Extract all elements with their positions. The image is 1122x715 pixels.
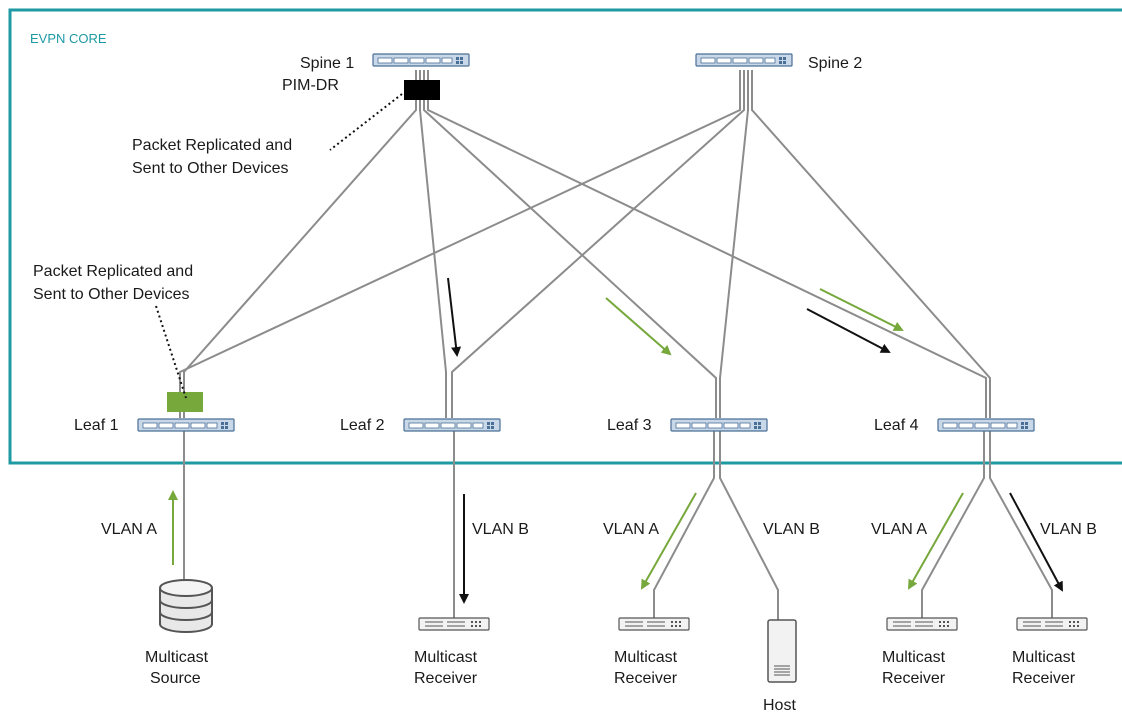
link-spine1-leaf2 (419, 70, 447, 418)
link-spine2-leaf3 (719, 70, 749, 418)
link-spine1-leaf1 (183, 70, 417, 418)
network-switch-icon (670, 418, 768, 432)
flow-arrow-spine1-leaf3 (605, 297, 672, 356)
link-leaf3-host (719, 430, 779, 620)
leaf-4[interactable] (937, 418, 1035, 432)
leaf-4-label: Leaf 4 (874, 417, 919, 434)
spine-1-role: PIM-DR (282, 77, 339, 94)
database-icon (159, 579, 213, 633)
receiver-leaf3-line2: Receiver (614, 670, 678, 687)
receiver-leaf3-line1: Multicast (614, 649, 678, 666)
link-spine2-leaf2 (451, 70, 745, 418)
spine-1[interactable] (372, 53, 470, 67)
source-label-line1: Multicast (145, 649, 209, 666)
receiver-leaf4-a-line2: Receiver (882, 670, 946, 687)
network-switch-icon (695, 53, 793, 67)
fabric-links (179, 70, 991, 418)
spine-2-label: Spine 2 (808, 55, 862, 72)
multicast-receiver-leaf2[interactable] (418, 617, 490, 631)
receiver-leaf4-a-line1: Multicast (882, 649, 946, 666)
link-spine1-leaf3 (423, 70, 717, 418)
flow-arrow-spine2-leaf4-green (819, 288, 904, 331)
leaf-3-label: Leaf 3 (607, 417, 652, 434)
receiver-leaf2-line2: Receiver (414, 670, 478, 687)
vlan-label-leaf3-b: VLAN B (763, 521, 820, 538)
spine-annotation-line2: Sent to Other Devices (132, 160, 289, 177)
network-switch-icon (372, 53, 470, 67)
network-switch-icon (403, 418, 501, 432)
leaf-2-label: Leaf 2 (340, 417, 385, 434)
multicast-receiver-leaf3[interactable] (618, 617, 690, 631)
spine-2[interactable] (695, 53, 793, 67)
host-server[interactable] (767, 619, 797, 683)
spine-annotation-line1: Packet Replicated and (132, 137, 292, 154)
source-label-line2: Source (150, 670, 201, 687)
leaf-2[interactable] (403, 418, 501, 432)
network-switch-icon (886, 617, 958, 631)
multicast-receiver-leaf4-a[interactable] (886, 617, 958, 631)
access-links (183, 430, 1053, 620)
vlan-label-leaf4-a: VLAN A (871, 521, 927, 538)
flow-arrow-spine1-leaf4-black (806, 308, 891, 353)
leaf-1-label: Leaf 1 (74, 417, 119, 434)
network-switch-icon (618, 617, 690, 631)
vlan-label-leaf4-b: VLAN B (1040, 521, 1097, 538)
spine-1-label: Spine 1 (300, 55, 354, 72)
receiver-leaf2-line1: Multicast (414, 649, 478, 666)
spine-replicator-marker (404, 80, 440, 100)
vlan-label-leaf3-a: VLAN A (603, 521, 659, 538)
network-switch-icon (937, 418, 1035, 432)
network-switch-icon (1016, 617, 1088, 631)
flow-arrow-leaf3-receiver (641, 492, 697, 590)
network-switch-icon (137, 418, 235, 432)
receiver-leaf4-b-line2: Receiver (1012, 670, 1076, 687)
multicast-receiver-leaf4-b[interactable] (1016, 617, 1088, 631)
link-leaf4-receiver-b (989, 430, 1053, 618)
host-label: Host (763, 697, 796, 714)
vlan-label-leaf2: VLAN B (472, 521, 529, 538)
leaf-annotation-line1: Packet Replicated and (33, 263, 193, 280)
flow-arrow-leaf4-receiver-b (1009, 492, 1063, 592)
link-leaf4-receiver-a (921, 430, 985, 618)
leaf-3[interactable] (670, 418, 768, 432)
vlan-label-leaf1: VLAN A (101, 521, 157, 538)
link-leaf3-receiver (653, 430, 715, 618)
evpn-core-label: EVPN CORE (30, 31, 107, 46)
leaf-1[interactable] (137, 418, 235, 432)
network-switch-icon (418, 617, 490, 631)
evpn-core-boundary (8, 8, 1122, 465)
receiver-leaf4-b-line1: Multicast (1012, 649, 1076, 666)
spine-annotation-pointer (329, 93, 403, 151)
leaf-annotation-pointer (155, 305, 187, 399)
flow-arrow-leaf4-receiver-a (908, 492, 964, 590)
multicast-source[interactable] (159, 579, 213, 633)
server-tower-icon (767, 619, 797, 683)
link-spine1-leaf4 (427, 70, 987, 418)
leaf-annotation-line2: Sent to Other Devices (33, 286, 190, 303)
link-spine2-leaf4 (751, 70, 991, 418)
leaf-replicator-marker (167, 392, 203, 412)
flow-arrow-spine1-leaf2 (447, 277, 462, 357)
